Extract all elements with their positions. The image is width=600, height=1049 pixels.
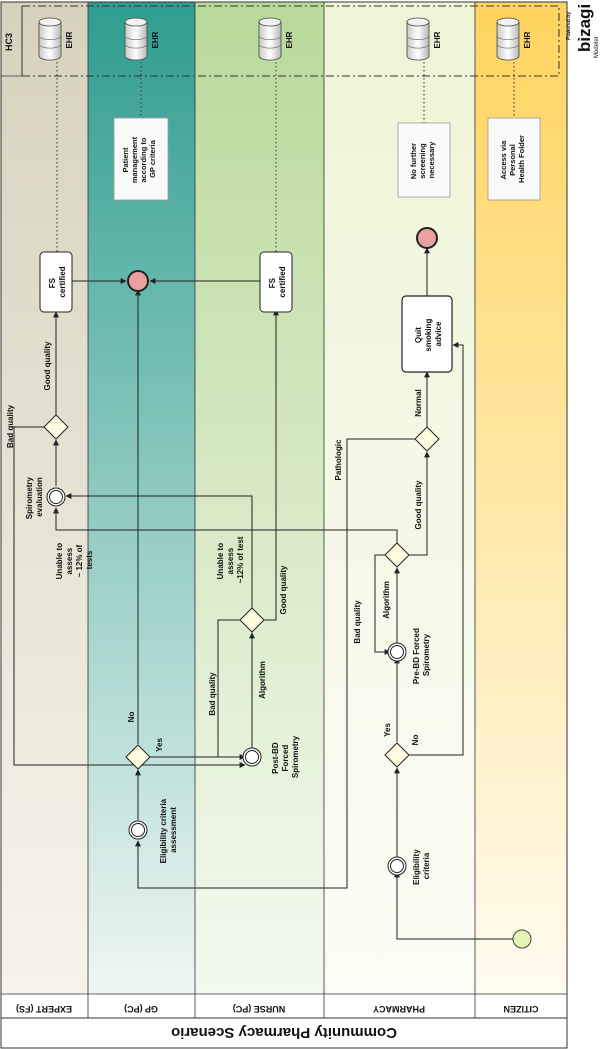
start-event-citizen: [512, 929, 532, 949]
data-stores: EHR EHR EHR EHR EHR: [38, 17, 532, 61]
svg-text:Eligibility criteria: Eligibility criteria: [412, 847, 431, 885]
gateway-expert: [43, 414, 69, 440]
lane-labels: EXPERT (FS) GP (PC) NURSE (PC) PHARMACY …: [16, 1004, 539, 1041]
ehr-store-citizen: EHR: [496, 17, 532, 61]
ehr-label-pharmacy: EHR: [433, 31, 442, 48]
diagram-title: Community Pharmacy Scenario: [171, 1024, 397, 1041]
svg-text:Post-BD Forced Spi: Post-BD Forced Spirometry: [271, 735, 300, 778]
end-event-pharmacy: [416, 227, 438, 249]
flow-labels: Bad quality Good quality Unable to asses…: [6, 341, 423, 752]
annotations: Patient management according to GP crite…: [113, 117, 541, 201]
tasks: FS certified FS certified Quit smoking a…: [39, 251, 453, 373]
annotation-pharmacy: [397, 122, 451, 198]
svg-text:FS certified: FS certified: [48, 266, 67, 297]
ehr-label-citizen: EHR: [523, 31, 532, 48]
gateway-nurse: [239, 607, 265, 633]
hc3-label: HC3: [4, 33, 14, 51]
svg-text:Powered by: Powered by: [566, 12, 572, 40]
svg-text:bizagi: bizagi: [575, 4, 594, 52]
lane-label-pharmacy: PHARMACY: [373, 1004, 425, 1014]
svg-text:Good quality: Good quality: [43, 341, 52, 390]
sequence-flows: [13, 247, 513, 940]
svg-text:No: No: [127, 712, 136, 723]
ehr-store-pharmacy: EHR: [406, 17, 442, 61]
end-event-gp: [127, 270, 149, 292]
gateway-gp: [125, 744, 151, 770]
svg-text:Pre-BD Forced Spirometry: Pre-BD Forced Spirometry: [412, 626, 431, 684]
associations: [56, 62, 515, 255]
svg-text:Spirometry evaluation: Spirometry evaluation: [25, 475, 44, 519]
gateways: [43, 414, 440, 770]
gateway-pharmacy-normal: [414, 426, 440, 452]
ehr-label-gp: EHR: [151, 31, 160, 48]
ehr-store-gp: EHR: [124, 17, 160, 61]
lane-label-gp: GP (PC): [124, 1004, 158, 1014]
bizagi-logo: Powered by bizagi Modeler: [566, 4, 600, 58]
lane-label-expert: EXPERT (FS): [16, 1004, 72, 1014]
svg-text:FS certified: FS certified: [268, 266, 287, 297]
svg-text:Unable to assess ~: Unable to assess ~ 12% of tests: [55, 541, 94, 580]
lanes: [0, 1, 568, 1049]
svg-text:Yes: Yes: [383, 723, 392, 737]
lane-nurse: [195, 2, 324, 994]
svg-text:Modeler: Modeler: [594, 36, 600, 58]
svg-text:Good quality: Good quality: [279, 565, 288, 614]
svg-text:Bad quality: Bad quality: [353, 600, 362, 644]
svg-text:Pathologic: Pathologic: [334, 439, 343, 480]
annotation-gp: [113, 117, 169, 201]
task-fs-certified-nurse: [259, 251, 293, 313]
ehr-store-expert: EHR: [38, 17, 74, 61]
annotation-citizen: [487, 117, 541, 201]
svg-text:Yes: Yes: [155, 738, 164, 752]
svg-text:Algorithm: Algorithm: [382, 581, 391, 619]
lane-expert: [1, 2, 88, 994]
svg-text:Quit smoking advic: Quit smoking advice: [414, 316, 443, 351]
ehr-store-nurse: EHR: [258, 17, 294, 61]
lane-label-nurse: NURSE (PC): [233, 1004, 286, 1014]
ehr-label-nurse: EHR: [285, 31, 294, 48]
hc3-pool: HC3: [1, 5, 560, 77]
svg-text:Bad quality: Bad quality: [208, 672, 217, 716]
svg-text:Eligibility criteria ass: Eligibility criteria assessment: [159, 797, 178, 864]
gateway-pharmacy-quality: [384, 542, 410, 568]
task-fs-certified-expert: [39, 251, 73, 313]
ehr-label-expert: EHR: [65, 31, 74, 48]
svg-text:Algorithm: Algorithm: [258, 661, 267, 699]
event-labels: Spirometry evaluation Eligibility criter…: [25, 475, 431, 885]
task-quit-smoking-advice: [401, 295, 453, 373]
events: [46, 227, 532, 949]
svg-text:Unable to assess ~: Unable to assess ~12% of test: [216, 536, 245, 583]
svg-text:Good quality: Good quality: [414, 480, 423, 529]
svg-text:No: No: [411, 735, 420, 746]
svg-text:Access via Personal: Access via Personal Health Folder: [499, 135, 526, 183]
svg-text:Bad quality: Bad quality: [6, 404, 15, 448]
gateway-pharmacy-eligible: [384, 742, 410, 768]
svg-text:No further screening: No further screening necessary: [409, 141, 436, 179]
svg-text:Patient management: Patient management according to GP crite…: [121, 135, 157, 183]
lane-label-citizen: CITIZEN: [504, 1004, 539, 1014]
svg-text:Normal: Normal: [414, 389, 423, 417]
